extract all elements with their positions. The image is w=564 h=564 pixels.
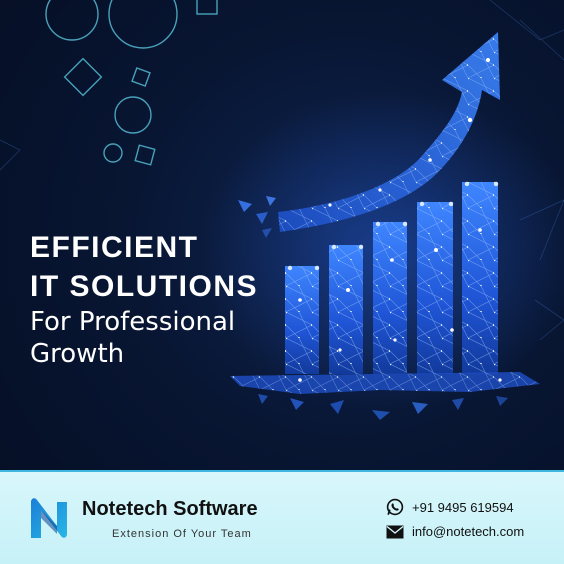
growth-chart-artwork: [0, 0, 564, 420]
brand-name: Notetech Software: [82, 498, 258, 520]
footer-bar: [0, 472, 564, 564]
sparkles-decoration: [298, 58, 502, 382]
headline-line-4: Growth: [30, 339, 125, 369]
phone-contact[interactable]: +91 9495 619594: [386, 498, 514, 516]
brand-tagline: Extension Of Your Team: [112, 528, 252, 540]
phone-number: +91 9495 619594: [412, 499, 514, 515]
growth-arrow: [238, 32, 500, 238]
email-contact[interactable]: info@notetech.com: [386, 524, 524, 539]
footer-divider: [0, 470, 564, 473]
email-address: info@notetech.com: [412, 524, 525, 539]
headline-line-1: EFFICIENT: [30, 231, 199, 264]
whatsapp-icon: [386, 498, 404, 516]
headline: EFFICIENT IT SOLUTIONS For Professional …: [30, 228, 258, 370]
envelope-icon: [386, 525, 404, 538]
headline-line-3: For Professional: [30, 307, 236, 337]
growth-bars: [285, 181, 499, 374]
headline-line-2: IT SOLUTIONS: [30, 270, 258, 303]
notetech-n-logo-icon: [31, 498, 67, 538]
geometric-shapes-decoration: [45, 0, 218, 166]
ground-platform: [230, 372, 540, 420]
